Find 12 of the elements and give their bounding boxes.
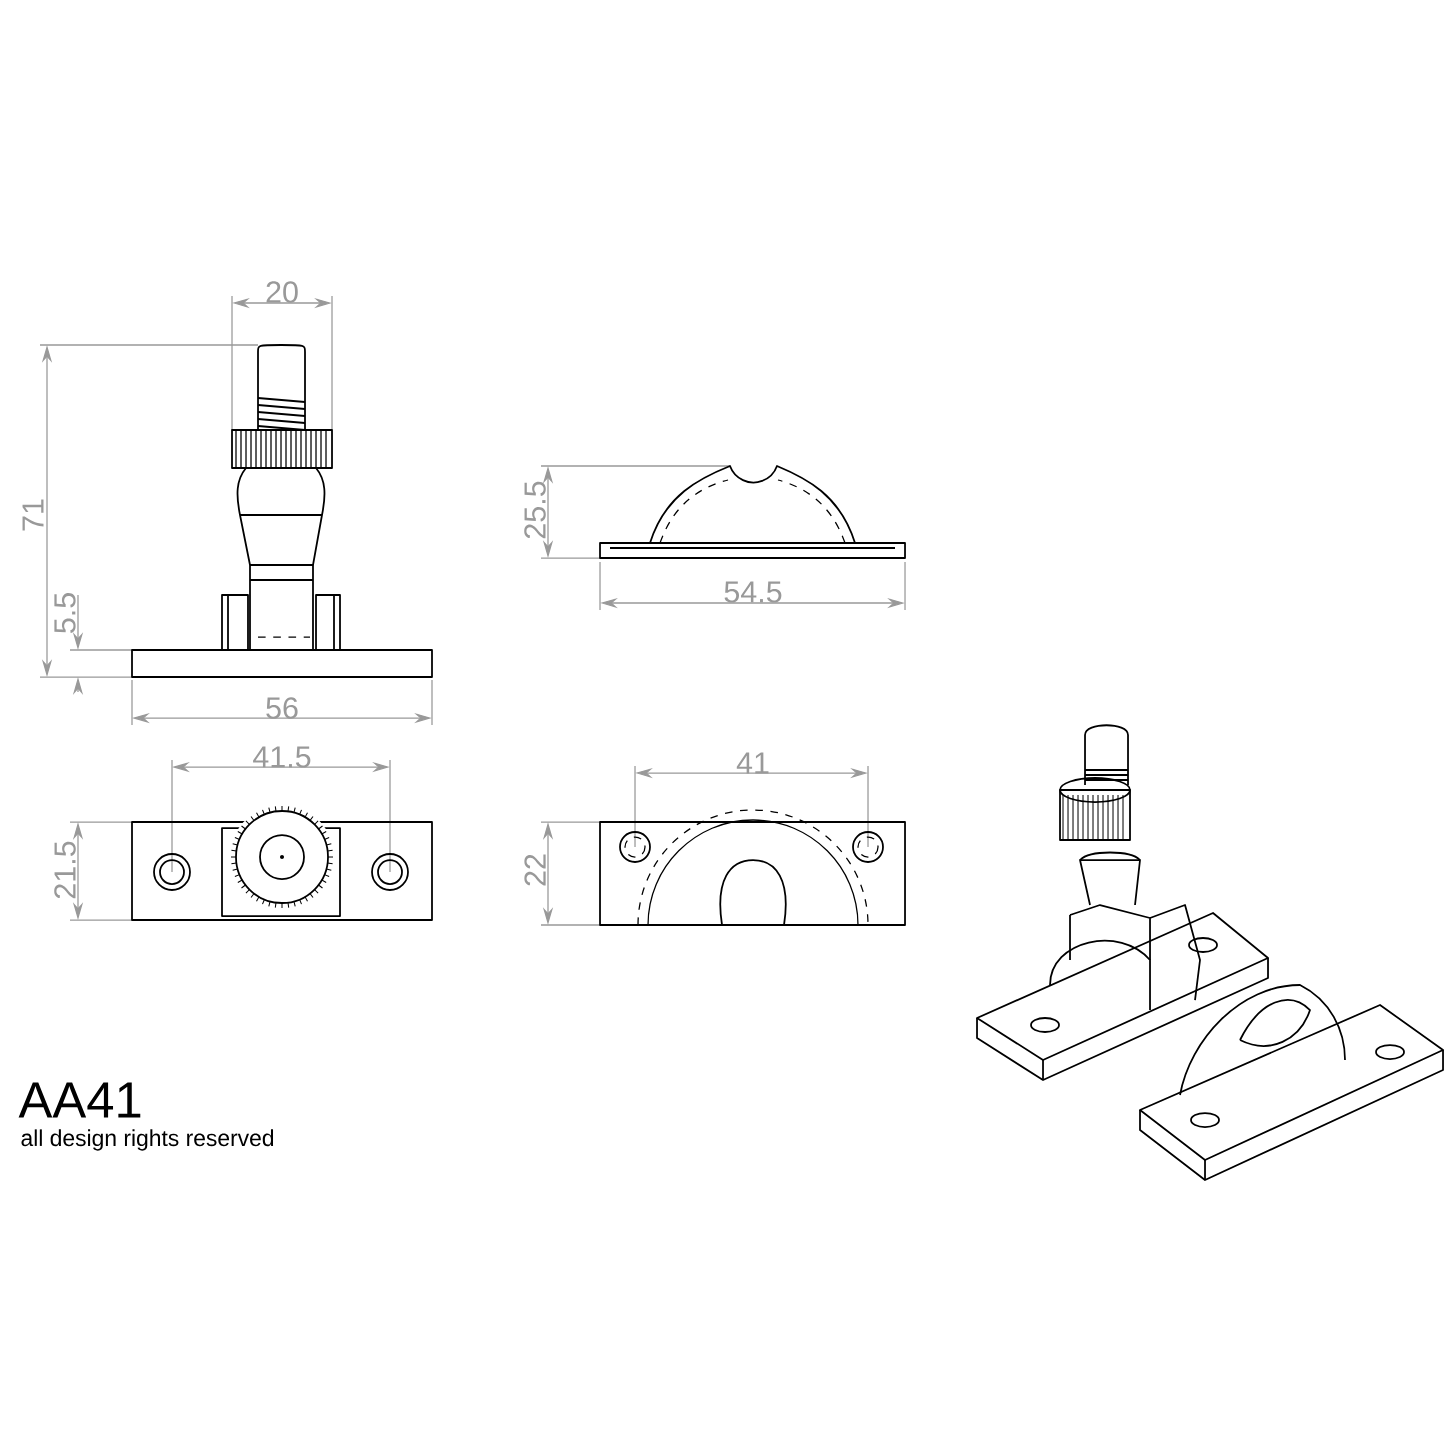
dimension-text: 20 — [266, 281, 298, 303]
dimension-text: 25.5 — [524, 481, 546, 539]
copyright-note: all design rights reserved — [21, 1129, 274, 1151]
dimension-text: 22 — [524, 854, 546, 886]
dimension-text: 21.5 — [54, 841, 76, 899]
dimension-text: 5.5 — [54, 593, 76, 633]
dimension-text: 41 — [736, 752, 769, 774]
drawing-number: AA41 — [18, 1082, 141, 1118]
dimension-text: 56 — [266, 697, 298, 719]
dimension-text: 71 — [22, 499, 44, 531]
dimension-text: 41.5 — [253, 746, 311, 768]
dimension-text: 54.5 — [724, 581, 782, 603]
